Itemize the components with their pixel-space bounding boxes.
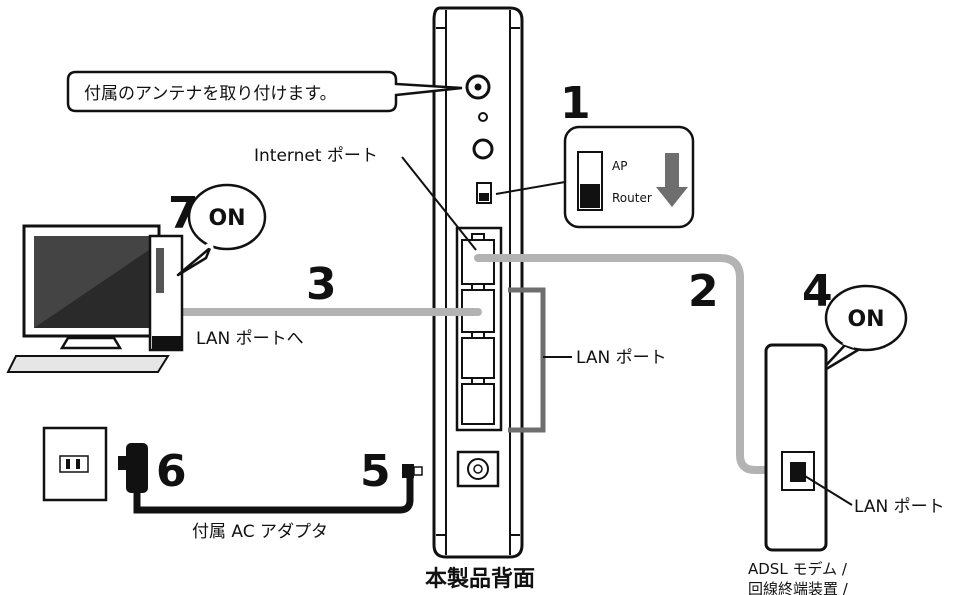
step-1: 1	[560, 78, 591, 129]
pc-monitor	[6, 224, 170, 373]
modem-on-label: ON	[847, 307, 884, 332]
modem-lan-port-label: LAN ポート	[854, 497, 945, 517]
power-jack	[456, 450, 500, 488]
switch-ap-label: AP	[612, 159, 627, 173]
antenna-callout	[66, 70, 463, 113]
ac-adapter-label: 付属 AC アダプタ	[192, 522, 328, 542]
switch-router-label: Router	[612, 191, 652, 205]
router-lan-ports-label: LAN ポート	[576, 348, 667, 368]
modem-label-line2: 回線終端装置 /	[748, 580, 849, 595]
product-back-label: 本製品背面	[425, 566, 535, 592]
wall-outlet	[42, 426, 108, 502]
pc-on-bubble	[176, 183, 267, 277]
lan-port-bracket	[508, 287, 546, 433]
lan-port-3	[461, 377, 495, 425]
aoss-button	[472, 138, 494, 160]
antenna-connector	[465, 74, 491, 100]
pc-tower	[148, 234, 184, 352]
switch-callout	[495, 125, 695, 229]
modem-device	[764, 343, 828, 552]
step-5: 5	[360, 446, 391, 497]
reset-hole	[478, 112, 488, 122]
step-2: 2	[688, 266, 719, 317]
step-3: 3	[306, 259, 337, 310]
internet-cable	[474, 254, 802, 474]
mode-switch	[476, 182, 492, 204]
pc-on-label: ON	[208, 206, 245, 231]
modem-on-bubble	[816, 284, 908, 376]
internet-port-pointer	[401, 156, 477, 251]
antenna-note: 付属のアンテナを取り付けます。	[84, 84, 337, 104]
internet-port-label: Internet ポート	[254, 146, 378, 166]
lan-port-2	[461, 331, 495, 379]
modem-label-line1: ADSL モデム /	[748, 560, 848, 578]
step-6: 6	[156, 446, 187, 497]
pc-lan-port-label: LAN ポートへ	[196, 329, 304, 349]
ac-adapter	[118, 443, 423, 514]
down-arrow-icon	[656, 153, 688, 207]
